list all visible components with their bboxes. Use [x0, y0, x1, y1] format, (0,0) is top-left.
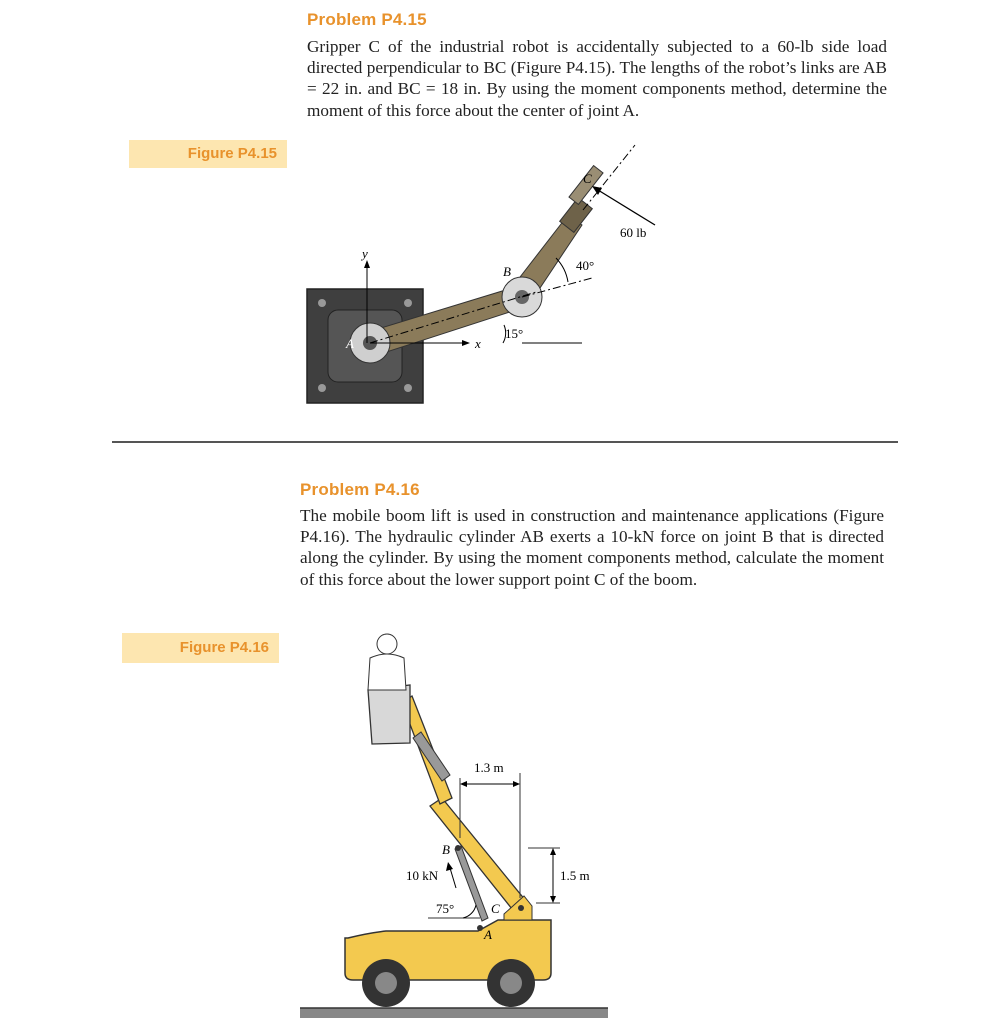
label-angle-40: 40° [576, 258, 594, 273]
label-a: A [345, 336, 354, 351]
boom-lift-figure: 1.3 m 1.5 m 10 kN 75° B C A [300, 633, 608, 1018]
label-force: 10 kN [406, 868, 439, 883]
label-b: B [442, 842, 450, 857]
label-a: A [483, 927, 492, 942]
problem-text: The mobile boom lift is used in construc… [300, 506, 884, 589]
figure-tag: Figure P4.16 [122, 633, 279, 663]
figure-tag: Figure P4.15 [129, 140, 287, 168]
label-b: B [503, 264, 511, 279]
problem-title: Problem P4.15 [307, 10, 427, 29]
section-divider [112, 441, 898, 443]
problem-title: Problem P4.16 [300, 480, 420, 499]
problem-text: Gripper C of the industrial robot is acc… [307, 37, 887, 120]
label-c: C [583, 171, 592, 186]
label-y: y [360, 246, 368, 261]
label-angle-15: 15° [505, 326, 523, 341]
label-c: C [491, 901, 500, 916]
label-x: x [474, 336, 481, 351]
robot-figure: y x A B C 60 lb 40° 15° [306, 144, 656, 404]
label-dim-h: 1.3 m [474, 760, 504, 775]
label-load: 60 lb [620, 225, 646, 240]
label-angle: 75° [436, 901, 454, 916]
label-dim-v: 1.5 m [560, 868, 590, 883]
